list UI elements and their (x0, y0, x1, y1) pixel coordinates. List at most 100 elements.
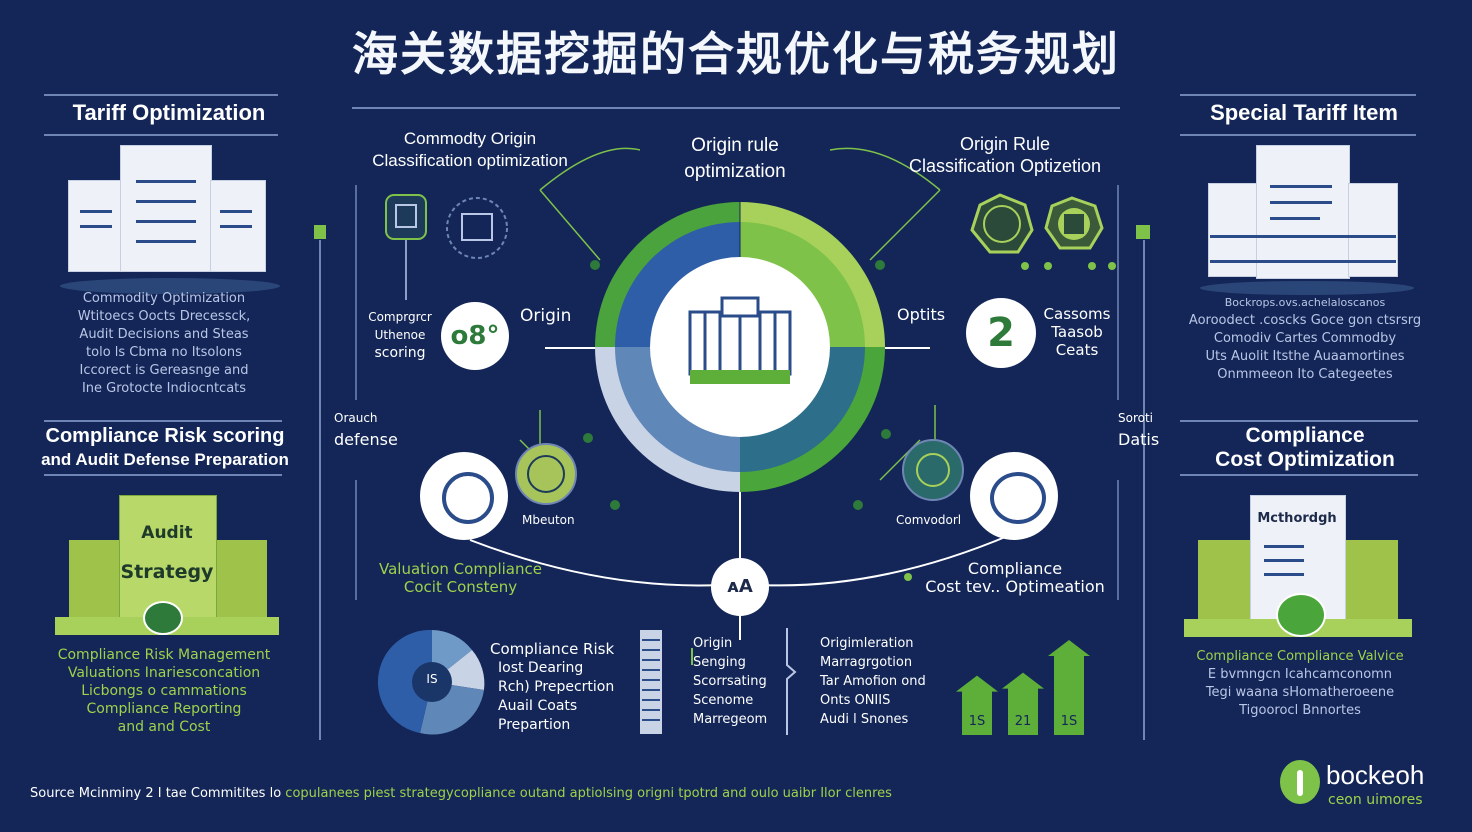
brand-sub-text: ceon uimores (1328, 792, 1423, 808)
label-line: Cassoms (1043, 305, 1111, 323)
bar-arrowhead (1048, 640, 1090, 656)
method-card: Mcthordgh (1184, 495, 1412, 637)
risk-pie-chart (377, 629, 485, 735)
bar-arrow: 21 (1002, 672, 1044, 735)
bar-arrowhead (1002, 672, 1044, 689)
management-text-block: Origimleration Marragrgotion Tar Amofion… (820, 634, 940, 729)
bar-label: 21 (1015, 714, 1032, 729)
source-prefix: Source Mcinminy 2 I tae Commitites lo (30, 786, 282, 801)
label-line: Compliance (967, 559, 1063, 578)
method-label: Mcthordgh (1257, 511, 1337, 526)
compliance-icon-circle (970, 452, 1058, 540)
text-line: Bockrops.ovs.achelaloscanos (1224, 296, 1386, 309)
label-line: Origin rule (691, 135, 779, 156)
score-value: o8° (450, 321, 500, 351)
divider (1180, 134, 1416, 136)
mbeuton-label: Mbeuton (522, 513, 575, 527)
number-circle: 2 (966, 298, 1036, 368)
text-line: Scorrsating (693, 674, 767, 689)
divider (44, 94, 278, 96)
bar-label: 1S (1061, 714, 1078, 729)
bar-arrow: 1S (1048, 640, 1090, 735)
text-line: Audi l Snones (820, 712, 909, 727)
text-line: Rch) Prepecrtion (498, 679, 615, 695)
label-line: optimization (684, 161, 786, 182)
bar-label: 1S (969, 714, 986, 729)
heading-line: Cost Optimization (1215, 448, 1395, 471)
divider (44, 134, 278, 136)
audit-label: Audit (141, 523, 193, 543)
brand-subtitle: ceon uimores (1328, 792, 1423, 808)
compliance-cost-label: Compliance Cost tev.. Optimeation (925, 560, 1105, 596)
text-line: Compliance Risk Management (57, 647, 271, 663)
text-line: Tar Amofion ond (820, 674, 926, 689)
label-line: Orauch (334, 411, 378, 425)
comvodorl-label: Comvodorl (896, 513, 962, 527)
audit-strategy-card: Audit Strategy (55, 495, 280, 635)
label-line: Origin Rule (959, 134, 1051, 154)
text-line: Commodity Optimization (82, 291, 246, 306)
source-text: copulanees piest strategycopliance outan… (285, 786, 892, 801)
text-line: Onmmeeon Ito Categeetes (1217, 367, 1393, 382)
label-line: Taasob (1051, 323, 1103, 341)
commodity-origin-label: Commodty Origin Classification optimizat… (350, 128, 590, 172)
text-line: Iccorect is Gereasnge and (79, 363, 249, 378)
score-circle: o8° (441, 302, 509, 370)
text-line: E bvmngcn Icahcamconomn (1207, 667, 1393, 682)
customs-gate-icon (688, 296, 792, 384)
check-shield-icon (1276, 593, 1326, 637)
pie-text-block: Compliance Risk Iost Dearing Rch) Prepec… (490, 640, 630, 735)
label-line: Cocit Consteny (403, 578, 518, 596)
label-line: scoring (374, 345, 426, 361)
label-line: Classification optimization (372, 151, 568, 170)
tariff-document-icon (1200, 145, 1420, 295)
text-line: Scenome (693, 693, 754, 708)
divider (1180, 420, 1418, 422)
defense-label: Orauch defense (334, 407, 398, 451)
heading-line: Compliance Risk scoring (45, 425, 285, 447)
source-note: Source Mcinminy 2 I tae Commitites lo co… (30, 786, 1030, 801)
strategy-label: Strategy (120, 561, 214, 583)
divider (44, 474, 282, 476)
compliance-risk-heading: Compliance Risk scoring and Audit Defens… (40, 424, 290, 472)
datis-label: Soroti Datis (1118, 407, 1159, 451)
heading-line: and Audit Defense Preparation (41, 450, 289, 469)
text-line: Compliance Compliance Valvice (1196, 649, 1404, 664)
label-line: defense (334, 430, 398, 449)
heading-line: Compliance (1245, 424, 1365, 447)
special-tariff-heading: Special Tariff Item (1210, 100, 1398, 125)
label-line: Ceats (1055, 341, 1099, 359)
label-line: Commodty Origin (403, 129, 537, 148)
text-line: Tegi waana sHomatheroeene (1205, 685, 1395, 700)
text-line: Wtitoecs Oocts Drecessck, (77, 309, 251, 324)
globe-icon (990, 472, 1046, 524)
bar (1008, 686, 1038, 735)
text-line: Aoroodect .coscks Goce gon ctsrsrg (1188, 313, 1422, 328)
origin-rule-label: Origin rule optimization (640, 133, 830, 185)
divider (1180, 474, 1418, 476)
origin-rule-classification-label: Origin Rule Classification Optizetion (890, 133, 1120, 177)
bar (962, 689, 992, 735)
label-line: Datis (1118, 430, 1160, 449)
customs-costs-label: Cassoms Taasob Ceats (1040, 305, 1114, 359)
origin-label: Origin (520, 306, 572, 326)
valuation-icon-circle (420, 452, 508, 540)
label-line: Valuation Compliance (379, 560, 542, 578)
text-line: Uts Auolit Itsthe Auaamortines (1205, 349, 1405, 364)
text-line: Iost Dearing (498, 660, 584, 676)
text-line: Licbongs o cammations (81, 683, 247, 699)
document-stack-icon (60, 145, 280, 294)
compliance-scoring-label: Comprgrcr Uthenoe scoring (360, 308, 440, 362)
pie-label: IS (426, 672, 438, 686)
text-line: tolo ls Cbma no Itsolons (86, 345, 242, 360)
bar-arrow: 1S (956, 675, 998, 735)
bar (1054, 654, 1084, 735)
text-line: Ine Grotocte Indiocntcats (81, 381, 247, 396)
bar-arrowhead (956, 675, 998, 692)
brand-name: bockeoh (1326, 760, 1425, 790)
tariff-optimization-heading: Tariff Optimization (72, 100, 266, 125)
divider (1180, 94, 1416, 96)
text-line: Origimleration (820, 636, 914, 651)
text-line: and and Cost (117, 719, 211, 735)
